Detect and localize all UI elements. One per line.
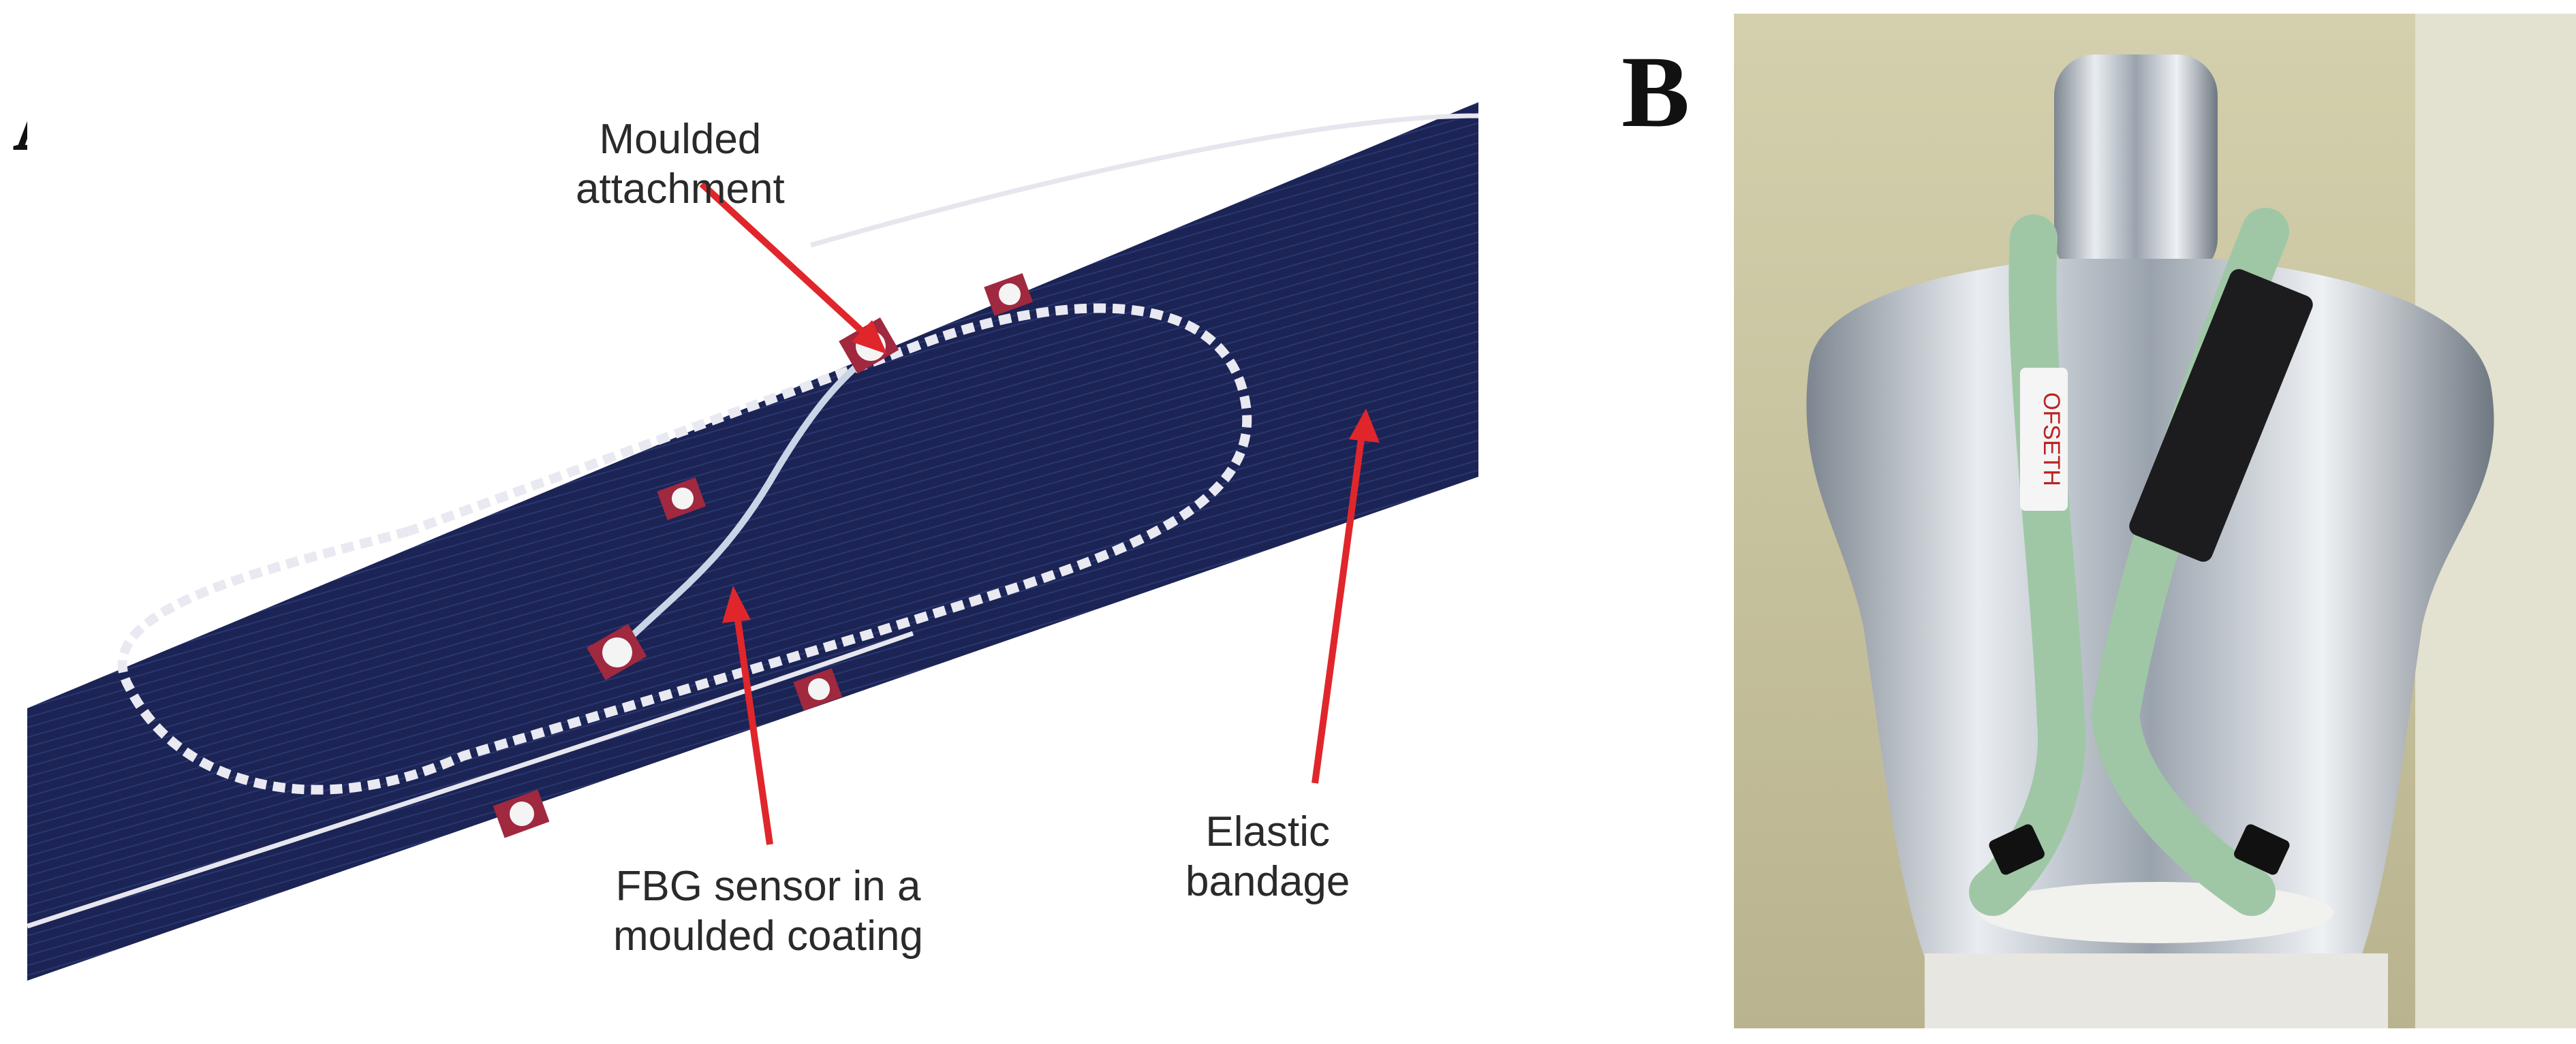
elastic-bandage-label-line1: Elastic xyxy=(1205,808,1330,855)
black-strap xyxy=(2129,269,2313,562)
moulded-attachment-label: Moulded attachment xyxy=(576,114,785,214)
fbg-sensor-label-line1: FBG sensor in a xyxy=(615,863,921,910)
elastic-bandage-photo xyxy=(27,75,1478,1028)
moulded-attachment-label-line2: attachment xyxy=(576,165,785,213)
mannequin-harness-photo: OFSETH xyxy=(1734,14,2576,1028)
annotation-arrows xyxy=(699,181,1380,845)
elastic-bandage-label: Elastic bandage xyxy=(1185,807,1350,906)
panel-letter-b: B xyxy=(1621,35,1690,148)
fbg-sensor-label-line2: moulded coating xyxy=(613,913,923,960)
bandage-band xyxy=(27,102,1478,981)
fbg-sensor-label: FBG sensor in a moulded coating xyxy=(613,861,923,961)
fbg-sensor-fiber xyxy=(604,345,882,663)
mannequin-neck xyxy=(2054,54,2218,279)
optical-fiber xyxy=(27,113,1478,929)
elastic-bandage-label-line2: bandage xyxy=(1185,858,1350,906)
moulded-attachment-label-line1: Moulded xyxy=(599,116,762,163)
harness-label: OFSETH xyxy=(2038,392,2064,486)
